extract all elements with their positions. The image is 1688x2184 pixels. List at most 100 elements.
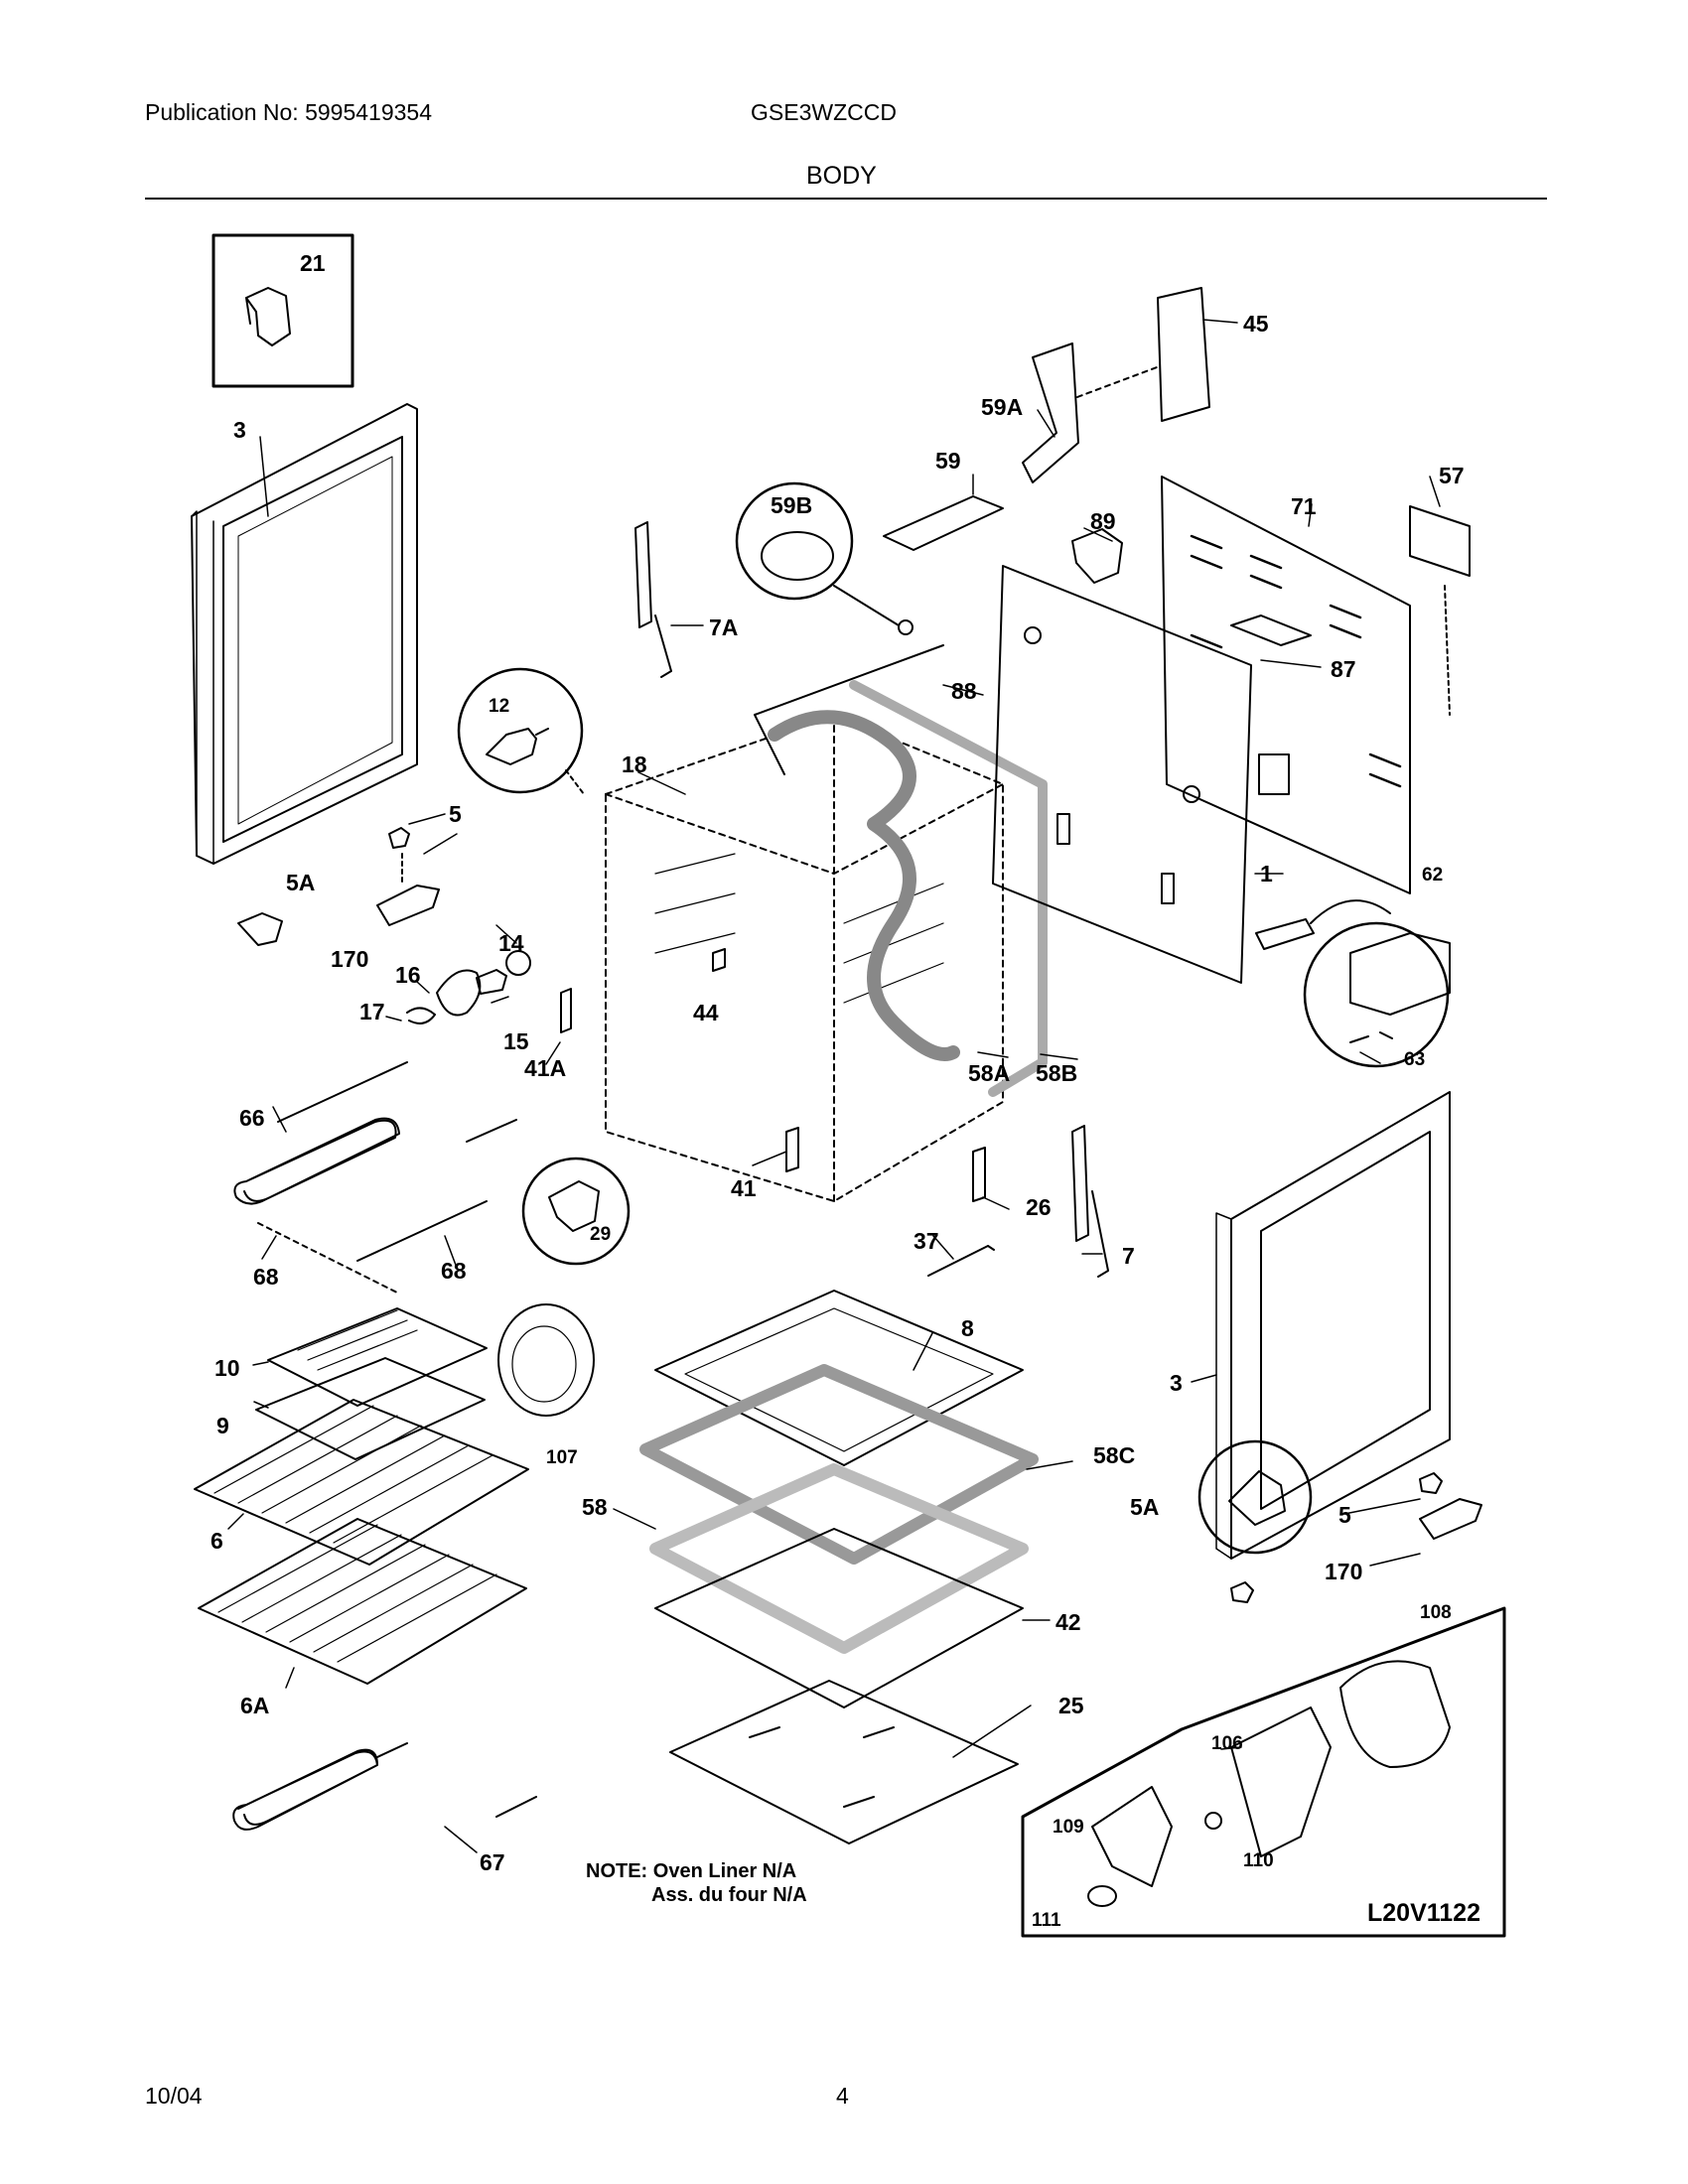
callout-57: 57	[1439, 463, 1465, 488]
header-rule	[145, 198, 1547, 200]
part-170-left	[376, 885, 440, 926]
part-67-element	[232, 1748, 378, 1831]
part-29-shape	[548, 1180, 600, 1232]
callout-18: 18	[622, 751, 647, 777]
part-5A-left	[237, 912, 283, 946]
callout-3-right: 3	[1170, 1370, 1183, 1396]
callout-58B: 58B	[1036, 1060, 1077, 1086]
oven-cavity	[605, 714, 1004, 1202]
callout-16: 16	[395, 962, 421, 988]
part-41A	[560, 988, 572, 1033]
part-1-back-panel	[992, 565, 1252, 984]
callout-5-left: 5	[449, 801, 462, 827]
callout-6A: 6A	[240, 1693, 269, 1718]
callout-88: 88	[951, 678, 977, 704]
callout-14: 14	[498, 930, 524, 956]
part-16	[436, 969, 482, 1017]
callout-87: 87	[1331, 656, 1356, 682]
model-number: GSE3WZCCD	[751, 99, 897, 125]
callout-110: 110	[1243, 1850, 1274, 1871]
callout-107: 107	[546, 1447, 578, 1468]
callout-67: 67	[480, 1849, 505, 1875]
part-7	[1071, 1125, 1109, 1278]
part-106-bracket	[1230, 1706, 1332, 1857]
part-5-right	[1419, 1472, 1443, 1494]
part-71-back-cover	[1161, 476, 1411, 894]
callout-10: 10	[214, 1355, 240, 1381]
part-63	[1349, 1031, 1393, 1043]
callout-59A: 59A	[981, 394, 1023, 420]
part-58B-insulation	[849, 680, 1048, 1097]
callout-26: 26	[1026, 1194, 1052, 1220]
callout-9: 9	[216, 1413, 229, 1438]
callout-63: 63	[1404, 1049, 1425, 1070]
callout-7A: 7A	[709, 614, 738, 640]
part-107-fan-cover	[497, 1303, 595, 1417]
part-110	[1204, 1812, 1222, 1830]
part-42-plate	[654, 1528, 1024, 1708]
part-12-shape	[486, 728, 549, 765]
part-5A-right	[1228, 1470, 1286, 1526]
part-6A-rack	[198, 1518, 527, 1685]
part-44	[712, 948, 726, 972]
callout-58: 58	[582, 1494, 608, 1520]
part-88-wire	[754, 644, 944, 775]
inset-circle-29	[521, 1157, 631, 1266]
callout-37: 37	[914, 1228, 939, 1254]
part-108-motor	[1339, 1660, 1451, 1768]
callout-8: 8	[961, 1315, 974, 1341]
callout-45: 45	[1243, 311, 1269, 337]
callout-71: 71	[1291, 493, 1317, 519]
part-62-terminal-block	[1349, 932, 1451, 1016]
callout-108: 108	[1420, 1602, 1452, 1623]
part-109-fan-blade	[1091, 1786, 1173, 1887]
note-line-1: NOTE: Oven Liner N/A	[586, 1860, 797, 1882]
inset-circle-59B	[735, 481, 854, 601]
page-number: 4	[836, 2083, 849, 2109]
part-3-right-door	[1230, 1091, 1451, 1560]
callout-labels: 21 45 59A 59 59B 57 71 89 87 7A 88 3 12 …	[211, 250, 1465, 1931]
callout-6: 6	[211, 1528, 223, 1554]
publication-number: Publication No: 5995419354	[145, 99, 433, 125]
part-7A	[634, 521, 672, 678]
callout-68-right: 68	[441, 1258, 467, 1284]
callout-7: 7	[1122, 1243, 1135, 1269]
callout-66: 66	[239, 1105, 265, 1131]
callout-58A: 58A	[968, 1060, 1010, 1086]
callout-170-right: 170	[1325, 1559, 1362, 1584]
callout-41: 41	[731, 1175, 757, 1201]
door-right-window	[1260, 1131, 1431, 1510]
part-9-broiler-pan	[255, 1357, 486, 1460]
part-41	[785, 1127, 799, 1172]
callout-5A-left: 5A	[286, 870, 315, 895]
callout-89: 89	[1090, 508, 1116, 534]
part-26	[972, 1147, 986, 1202]
callout-59B: 59B	[771, 492, 812, 518]
callout-1: 1	[1260, 861, 1273, 887]
inset-box-21	[211, 233, 354, 388]
inset-circle-5A	[1197, 1439, 1313, 1555]
callout-106: 106	[1211, 1733, 1243, 1754]
callout-170-left: 170	[331, 946, 368, 972]
part-8-oven-bottom	[654, 1290, 1024, 1466]
part-5-left	[388, 827, 410, 849]
part-58C-gasket	[639, 1364, 1039, 1565]
part-58A-insulation	[768, 710, 960, 1061]
callout-44: 44	[693, 1000, 719, 1025]
callout-111: 111	[1032, 1910, 1061, 1931]
callout-58C: 58C	[1093, 1442, 1135, 1468]
callout-25: 25	[1058, 1693, 1084, 1718]
part-59B-shape	[761, 531, 834, 581]
part-6-rack	[194, 1399, 529, 1566]
callout-17: 17	[359, 999, 385, 1024]
note-line-2: Ass. du four N/A	[651, 1884, 807, 1906]
callout-3-left: 3	[233, 417, 246, 443]
part-45-duct	[1157, 287, 1210, 422]
part-17	[406, 1007, 436, 1024]
inset-circle-12	[457, 667, 584, 794]
part-14	[505, 950, 531, 976]
inset-circle-62	[1303, 921, 1450, 1068]
part-87-plate	[1230, 614, 1312, 646]
inset-box-convection-fan	[1021, 1606, 1506, 1938]
